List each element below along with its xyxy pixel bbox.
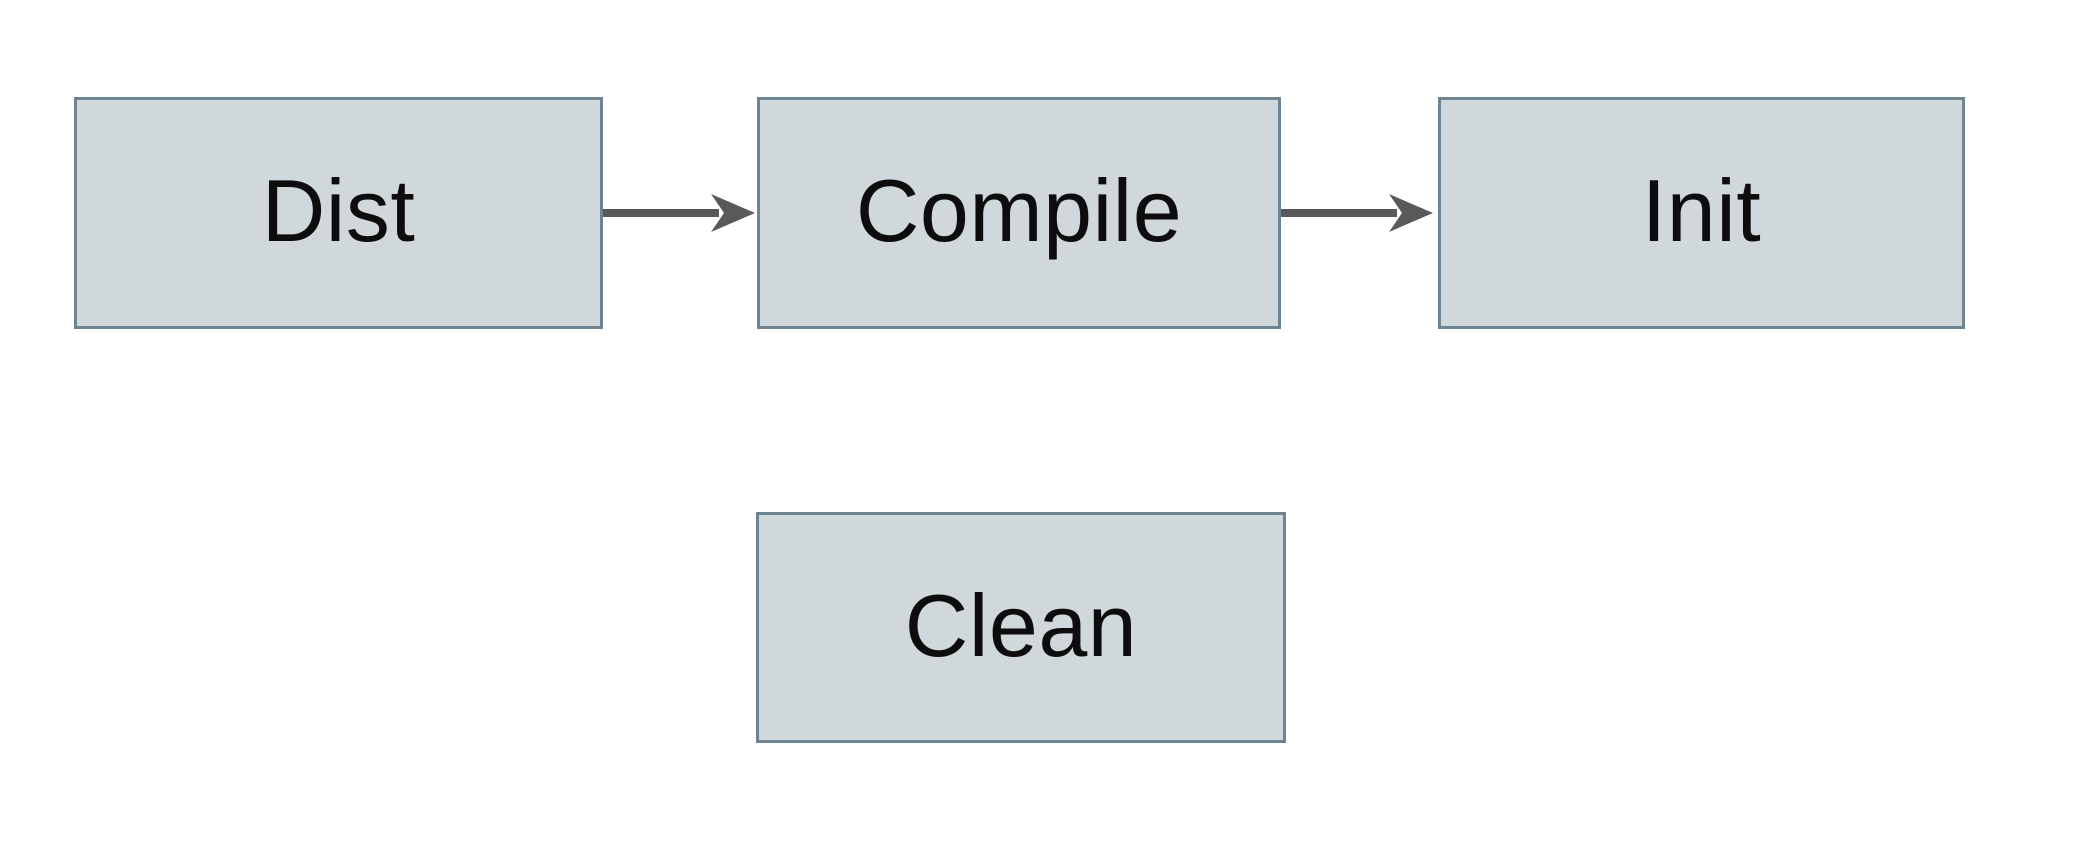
node-clean-label: Clean: [904, 575, 1138, 675]
node-init: Init: [1438, 97, 1965, 329]
node-dist-label: Dist: [261, 161, 416, 260]
node-compile: Compile: [757, 97, 1281, 329]
node-dist: Dist: [74, 97, 603, 329]
node-clean: Clean: [756, 512, 1286, 743]
node-init-label: Init: [1641, 161, 1762, 260]
arrow-dist-to-compile: [603, 194, 755, 232]
node-compile-label: Compile: [855, 161, 1183, 260]
arrow-compile-to-init: [1281, 194, 1433, 232]
